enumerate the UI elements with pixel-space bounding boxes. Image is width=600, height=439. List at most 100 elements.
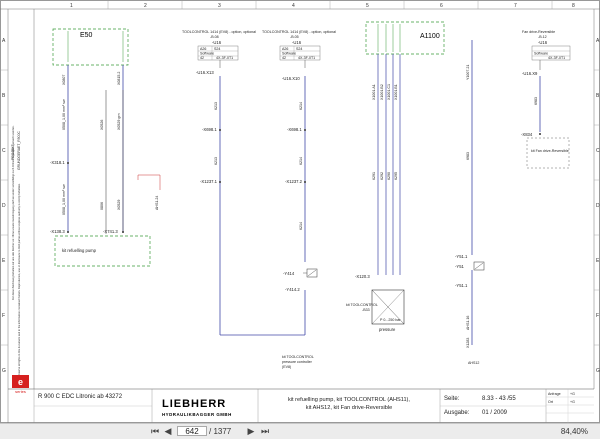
svg-text:6213: 6213 xyxy=(214,102,218,110)
col-num: 3 xyxy=(218,3,221,9)
projekt-label: PROJEKT xyxy=(11,144,15,160)
svg-text:4X-3F-0T1: 4X-3F-0T1 xyxy=(548,56,565,60)
col-num: 2 xyxy=(144,3,147,9)
description-line-2: kit AHS12, kit Fan drive-Reversible xyxy=(306,405,392,411)
svg-text:X1283: X1283 xyxy=(466,338,470,348)
b33-label: -B33 xyxy=(362,308,370,312)
fan-drive-box xyxy=(526,137,570,169)
svg-text:+G: +G xyxy=(570,392,575,396)
svg-text:X1001.B2: X1001.B2 xyxy=(380,84,384,100)
prev-page-icon[interactable]: ◀ xyxy=(164,426,172,436)
schematic-drawing: 1 2 3 4 5 6 7 8 A B C D E F G A B C D E … xyxy=(0,0,600,423)
ausgabe-value: 01 / 2009 xyxy=(482,410,508,416)
u16a-title: TOOLCONTROL 1414 (EV8) - option, optiona… xyxy=(182,30,256,34)
row-letter: E xyxy=(596,258,600,264)
fan-ref: -B.12 xyxy=(538,35,547,39)
svg-text:4X-3F-0T1: 4X-3F-0T1 xyxy=(298,56,315,60)
y51-coil xyxy=(473,261,485,271)
row-letter: D xyxy=(2,203,6,209)
a1100-label: A1100 xyxy=(420,33,440,40)
svg-text:S24: S24 xyxy=(214,47,220,51)
copyright-notice-de: Für diese Zeichnung behalten wir uns all… xyxy=(11,125,15,300)
svg-text:6983: 6983 xyxy=(534,97,538,105)
svg-text:42: 42 xyxy=(282,56,286,60)
y414-label: -Y414 xyxy=(283,271,295,276)
row-letter: C xyxy=(2,148,6,154)
svg-text:series: series xyxy=(15,389,26,394)
u16b-ref: -B.05 xyxy=(290,35,299,39)
pressure-ctrl-label: kit TOOLCONTROL xyxy=(282,355,314,359)
svg-text:6983: 6983 xyxy=(466,152,470,160)
x834-label: -X834 xyxy=(521,132,533,137)
sheet-code: AHS12 xyxy=(468,361,479,365)
svg-text:(EV8): (EV8) xyxy=(282,365,291,369)
svg-text:+G: +G xyxy=(570,400,575,404)
svg-text:Software: Software xyxy=(200,52,214,56)
page-number-input[interactable]: 642 xyxy=(177,426,207,436)
svg-text:Ort: Ort xyxy=(548,400,553,404)
column-numbers: 1 2 3 4 5 6 7 8 xyxy=(70,3,575,9)
svg-text:X1001.C1: X1001.C1 xyxy=(387,84,391,100)
svg-text:X0526: X0526 xyxy=(100,120,104,130)
first-page-icon[interactable]: ⏮ xyxy=(150,426,160,436)
machine-label: R 900 C EDC Litronic ab 43272 xyxy=(38,394,123,400)
svg-text:AHS1.24: AHS1.24 xyxy=(155,196,159,210)
seite-label: Seite: xyxy=(444,396,460,402)
svg-text:S24: S24 xyxy=(296,47,302,51)
schematic-sheet: 1 2 3 4 5 6 7 8 A B C D E F G A B C D E … xyxy=(0,0,600,423)
svg-text:6214: 6214 xyxy=(299,222,303,230)
svg-text:4X-3F-0T1: 4X-3F-0T1 xyxy=(216,56,233,60)
svg-text:6214: 6214 xyxy=(299,157,303,165)
svg-text:-U16.X10: -U16.X10 xyxy=(282,76,300,81)
last-page-icon[interactable]: ⏭ xyxy=(260,426,270,436)
x741-label: -X741.3 xyxy=(103,229,118,234)
row-letter: E xyxy=(2,258,6,264)
description-line-1: kit refuelling pump, kit TOOLCONTROL (AH… xyxy=(288,397,410,403)
col-num: 8 xyxy=(572,3,575,9)
x120-label: -X120.3 xyxy=(355,274,370,279)
next-page-icon[interactable]: ▶ xyxy=(247,426,255,436)
row-letter: C xyxy=(596,148,600,154)
copyright-notice-en: We reserve all rights in this document a… xyxy=(17,183,21,380)
svg-text:Y1007.21: Y1007.21 xyxy=(466,65,470,80)
svg-text:X0529 grn: X0529 grn xyxy=(117,113,121,130)
svg-text:6214: 6214 xyxy=(299,102,303,110)
svg-text:42: 42 xyxy=(200,56,204,60)
u16b-title: TOOLCONTROL 1414 (EV8) - option, optiona… xyxy=(262,30,336,34)
x318-label: -X318.1 xyxy=(50,160,65,165)
row-letter: A xyxy=(2,38,6,44)
svg-text:P 0...250 bar: P 0...250 bar xyxy=(380,318,401,322)
svg-text:LIEBHERR: LIEBHERR xyxy=(162,398,226,410)
u16a-ref: -B.08 xyxy=(210,35,219,39)
svg-text:A26: A26 xyxy=(200,47,206,51)
page-total: / 1377 xyxy=(209,427,232,436)
svg-text:-U16.X13: -U16.X13 xyxy=(196,70,214,75)
svg-text:kit TOOLCONTROL: kit TOOLCONTROL xyxy=(346,303,378,307)
svg-text:-U16.X9: -U16.X9 xyxy=(522,71,538,76)
svg-text:Software: Software xyxy=(534,52,548,56)
svg-text:AHS1.16: AHS1.16 xyxy=(466,316,470,330)
u16b-tag: -U16 xyxy=(292,40,302,45)
series-logo: e series xyxy=(12,375,29,394)
svg-text:0508_1,00 mm² sw: 0508_1,00 mm² sw xyxy=(62,99,66,130)
x1237b-label: -X1237.2 xyxy=(285,179,303,184)
svg-text:pressure controller: pressure controller xyxy=(282,360,313,364)
svg-text:-Y414.2: -Y414.2 xyxy=(285,287,300,292)
svg-text:6290: 6290 xyxy=(387,172,391,180)
zoom-level[interactable]: 84,40% xyxy=(560,427,588,436)
row-letter: B xyxy=(596,93,600,99)
svg-text:Anfrage: Anfrage xyxy=(548,392,561,396)
col-num: 4 xyxy=(292,3,295,9)
svg-text:X0807: X0807 xyxy=(62,75,66,85)
ausgabe-label: Ausgabe: xyxy=(444,410,470,416)
row-letter: F xyxy=(2,313,5,319)
y51-label: -Y51 xyxy=(455,264,465,269)
svg-text:e: e xyxy=(18,377,23,387)
x1237a-label: -X1237.1 xyxy=(200,179,218,184)
pdf-viewer-toolbar: ⏮ ◀ 642 / 1377 ▶ ⏭ 84,40% xyxy=(0,423,600,439)
svg-text:6291: 6291 xyxy=(372,172,376,180)
x138-label: -X138.3 xyxy=(50,229,65,234)
refuel-pump-box xyxy=(54,235,151,267)
row-letters: A B C D E F G A B C D E F G xyxy=(2,38,600,374)
row-letter: A xyxy=(596,38,600,44)
